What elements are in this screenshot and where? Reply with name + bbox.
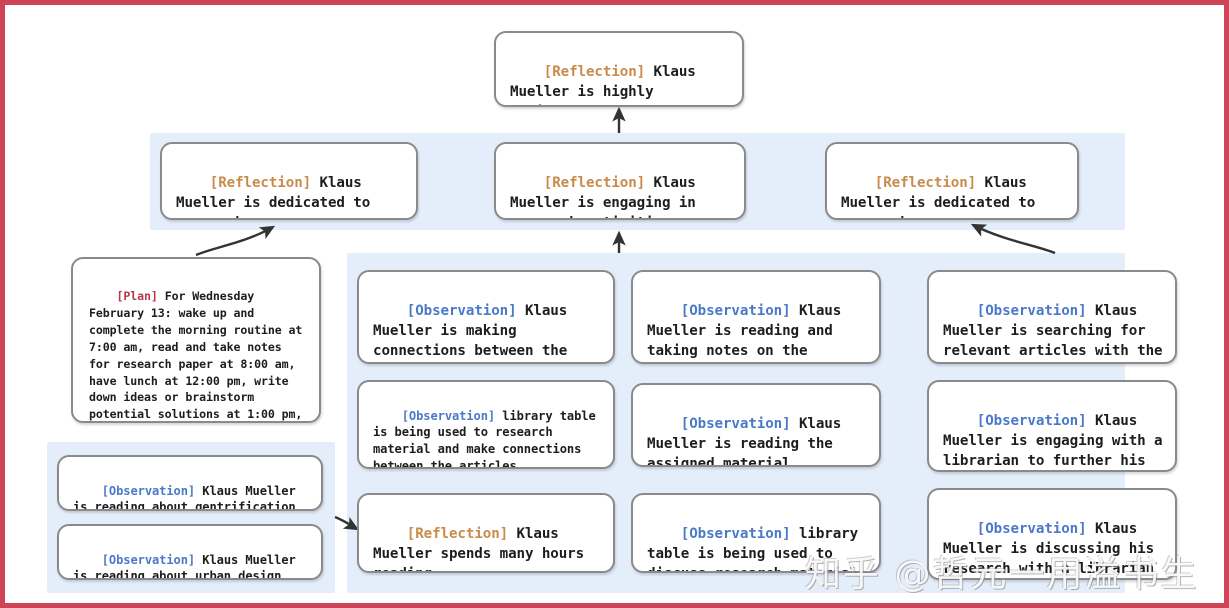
plan-text: For Wednesday February 13: wake up and c… bbox=[89, 288, 303, 422]
column-left-card-2[interactable]: [Observation] library table is being use… bbox=[357, 380, 615, 469]
reflection-card-right[interactable]: [Reflection] Klaus Mueller is dedicated … bbox=[825, 142, 1079, 220]
observation-tag: [Observation] bbox=[401, 408, 496, 423]
observation-text: Klaus Mueller is searching for relevant … bbox=[943, 303, 1163, 360]
column-left-card-3[interactable]: [Reflection] Klaus Mueller spends many h… bbox=[357, 493, 615, 573]
observation-text: library table is being used to research … bbox=[373, 408, 603, 469]
reflection-text: Klaus Mueller is dedicated to research bbox=[841, 175, 1036, 218]
reflection-tag: [Reflection] bbox=[543, 64, 646, 81]
column-left-card-1[interactable]: [Observation] Klaus Mueller is making co… bbox=[357, 270, 615, 364]
reflection-card-center[interactable]: [Reflection] Klaus Mueller is engaging i… bbox=[494, 142, 746, 220]
reflection-tag: [Reflection] bbox=[406, 526, 509, 543]
column-center-card-3[interactable]: [Observation] library table is being use… bbox=[631, 493, 881, 573]
observation-tag: [Observation] bbox=[101, 552, 196, 567]
observation-tag: [Observation] bbox=[976, 521, 1087, 538]
observation-text: Klaus Mueller is reading about gentrific… bbox=[73, 483, 303, 511]
observation-tag: [Observation] bbox=[680, 526, 791, 543]
observation-text: Klaus Mueller is reading and taking note… bbox=[647, 303, 842, 360]
column-center-card-1[interactable]: [Observation] Klaus Mueller is reading a… bbox=[631, 270, 881, 364]
column-right-card-3[interactable]: [Observation] Klaus Mueller is discussin… bbox=[927, 488, 1177, 580]
observation-tag: [Observation] bbox=[101, 483, 196, 498]
observation-tag: [Observation] bbox=[976, 303, 1087, 320]
observation-tag: [Observation] bbox=[680, 303, 791, 320]
reflection-tag: [Reflection] bbox=[874, 175, 977, 192]
left-observation-card-2[interactable]: [Observation] Klaus Mueller is reading a… bbox=[57, 524, 323, 580]
column-right-card-2[interactable]: [Observation] Klaus Mueller is engaging … bbox=[927, 380, 1177, 472]
reflection-tag: [Reflection] bbox=[543, 175, 646, 192]
plan-tag: [Plan] bbox=[116, 288, 158, 303]
arrow-plan-to-left-reflection bbox=[195, 225, 276, 257]
observation-tag: [Observation] bbox=[680, 416, 791, 433]
left-observation-card-1[interactable]: [Observation] Klaus Mueller is reading a… bbox=[57, 455, 323, 511]
observation-tag: [Observation] bbox=[976, 413, 1087, 430]
reflection-text: Klaus Mueller is dedicated to research bbox=[176, 175, 371, 218]
reflection-card-left[interactable]: [Reflection] Klaus Mueller is dedicated … bbox=[160, 142, 418, 220]
observation-text: Klaus Mueller is engaging with a librari… bbox=[943, 413, 1163, 470]
reflection-text: Klaus Mueller spends many hours reading bbox=[373, 526, 585, 571]
top-reflection-card[interactable]: [Reflection] Klaus Mueller is highly ded… bbox=[494, 31, 744, 107]
observation-text: Klaus Mueller is discussing his research… bbox=[943, 521, 1163, 578]
plan-card[interactable]: [Plan] For Wednesday February 13: wake u… bbox=[71, 257, 321, 423]
column-center-card-2[interactable]: [Observation] Klaus Mueller is reading t… bbox=[631, 383, 881, 467]
top-reflection-text: Klaus Mueller is highly dedicated to res… bbox=[510, 64, 696, 105]
observation-text: Klaus Mueller is reading the assigned ma… bbox=[647, 416, 850, 467]
reflection-tag: [Reflection] bbox=[209, 175, 312, 192]
observation-text: Klaus Mueller is reading about urban des… bbox=[73, 552, 303, 580]
observation-tag: [Observation] bbox=[406, 303, 517, 320]
column-right-card-1[interactable]: [Observation] Klaus Mueller is searching… bbox=[927, 270, 1177, 364]
observation-text: library table is being used to discuss r… bbox=[647, 526, 859, 571]
observation-text: Klaus Mueller is making connections betw… bbox=[373, 303, 568, 360]
reflection-text: Klaus Mueller is engaging in research ac… bbox=[510, 175, 696, 218]
